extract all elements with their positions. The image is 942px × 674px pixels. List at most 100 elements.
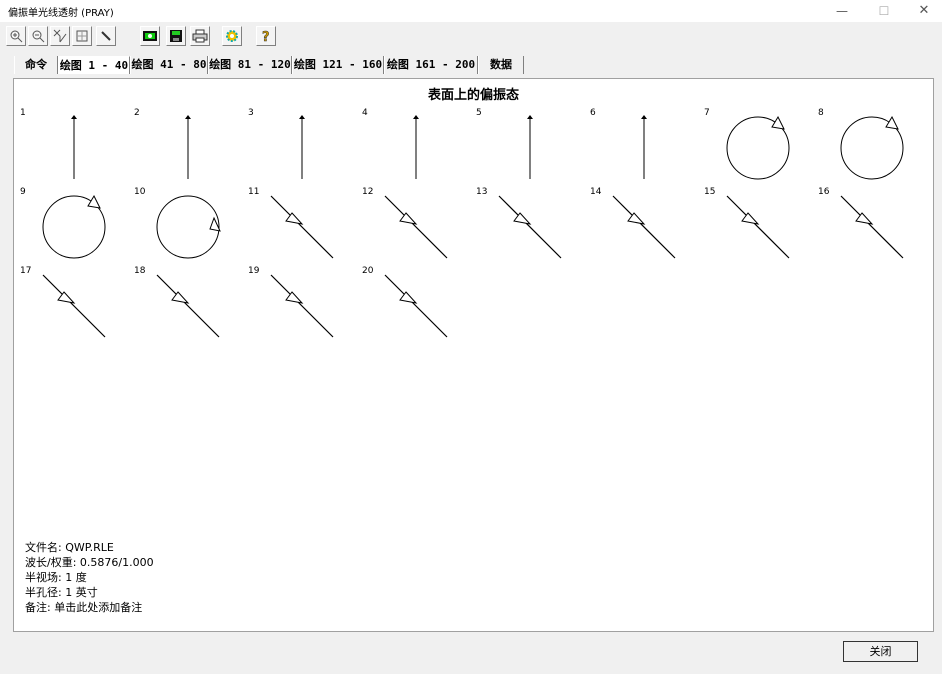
- polarization-cell: 19: [244, 264, 356, 342]
- print-icon: [192, 29, 208, 43]
- polarization-ellipse: [840, 195, 904, 259]
- fit-button[interactable]: [72, 26, 92, 46]
- info-filename: 文件名: QWP.RLE: [25, 541, 114, 554]
- polarization-ellipse: [71, 115, 77, 179]
- cell-number: 3: [248, 108, 254, 118]
- polarization-cell: 17: [16, 264, 128, 342]
- cell-number: 13: [476, 187, 488, 197]
- close-button[interactable]: 关闭: [843, 641, 918, 662]
- settings-button[interactable]: [222, 26, 242, 46]
- cell-number: 15: [704, 187, 716, 197]
- polarization-ellipse: [413, 115, 419, 179]
- svg-text:?: ?: [262, 30, 270, 44]
- polarization-ellipse: [42, 274, 106, 338]
- polarization-cell: 10: [130, 185, 242, 263]
- polarization-cell: 13: [472, 185, 584, 263]
- maximize-icon[interactable]: ☐: [878, 4, 890, 18]
- info-half-field: 半视场: 1 度: [25, 571, 87, 584]
- polarization-ellipse: [270, 274, 334, 338]
- polarization-cell: 7: [700, 106, 812, 184]
- cell-number: 20: [362, 266, 374, 276]
- close-icon[interactable]: ✕: [918, 3, 930, 18]
- polarization-ellipse: [641, 115, 647, 179]
- cell-number: 6: [590, 108, 596, 118]
- polarization-ellipse: [726, 115, 790, 180]
- polarization-ellipse: [185, 115, 191, 179]
- polarization-ellipse: [498, 195, 562, 259]
- cell-number: 12: [362, 187, 374, 197]
- polarization-cell: 9: [16, 185, 128, 263]
- cell-number: 4: [362, 108, 368, 118]
- polarization-ellipse: [527, 115, 533, 179]
- tab-plots-81-120[interactable]: 绘图 81 - 120: [208, 56, 292, 74]
- polarization-cell: 11: [244, 185, 356, 263]
- tab-command[interactable]: 命令: [14, 56, 58, 74]
- fit-icon: [76, 30, 88, 42]
- tab-plots-1-40[interactable]: 绘图 1 - 40: [58, 56, 130, 74]
- polarization-ellipse: [299, 115, 305, 179]
- save-icon: [170, 30, 182, 42]
- cell-number: 2: [134, 108, 140, 118]
- polarization-cell: 15: [700, 185, 812, 263]
- polarization-cell: 20: [358, 264, 470, 342]
- zoom-out-icon: [32, 30, 45, 43]
- zoom-in-button[interactable]: [6, 26, 26, 46]
- polarization-cell: 5: [472, 106, 584, 184]
- polarization-cell: 16: [814, 185, 926, 263]
- polarization-ellipse: [384, 274, 448, 338]
- info-note[interactable]: 备注: 单击此处添加备注: [25, 601, 143, 614]
- settings-icon: [226, 30, 238, 42]
- plot-title: 表面上的偏振态: [427, 88, 519, 103]
- polarization-cell: 14: [586, 185, 698, 263]
- cell-number: 16: [818, 187, 830, 197]
- save-button[interactable]: [166, 26, 186, 46]
- cell-number: 11: [248, 187, 260, 197]
- axes-icon: [53, 29, 67, 43]
- camera-button[interactable]: [140, 26, 160, 46]
- cell-number: 17: [20, 266, 32, 276]
- cell-number: 18: [134, 266, 146, 276]
- window-title: 偏振单光线透射 (PRAY): [8, 8, 114, 19]
- info-wavelength: 波长/权重: 0.5876/1.000: [25, 556, 154, 569]
- polarization-ellipse: [270, 195, 334, 259]
- polarization-ellipse: [156, 195, 221, 259]
- tab-data[interactable]: 数据: [478, 56, 524, 74]
- polarization-cell: 1: [16, 106, 128, 184]
- polarization-cell: 18: [130, 264, 242, 342]
- zoom-out-button[interactable]: [28, 26, 48, 46]
- polarization-ellipse: [384, 195, 448, 259]
- polarization-cell: 12: [358, 185, 470, 263]
- polarization-cell: 6: [586, 106, 698, 184]
- cell-number: 5: [476, 108, 482, 118]
- pen-button[interactable]: [96, 26, 116, 46]
- camera-icon: [143, 31, 157, 41]
- cell-number: 1: [20, 108, 26, 118]
- info-block: 文件名: QWP.RLE 波长/权重: 0.5876/1.000 半视场: 1 …: [25, 540, 154, 615]
- info-half-aperture: 半孔径: 1 英寸: [25, 586, 98, 599]
- polarization-ellipse: [156, 274, 220, 338]
- tab-plots-41-80[interactable]: 绘图 41 - 80: [130, 56, 208, 74]
- zoom-in-icon: [10, 30, 23, 43]
- polarization-cell: 8: [814, 106, 926, 184]
- pen-icon: [101, 31, 111, 41]
- tab-plots-161-200[interactable]: 绘图 161 - 200: [384, 56, 478, 74]
- polarization-cell: 3: [244, 106, 356, 184]
- tab-plots-121-160[interactable]: 绘图 121 - 160: [292, 56, 384, 74]
- help-button[interactable]: ?: [256, 26, 276, 46]
- minimize-icon[interactable]: —: [836, 4, 848, 18]
- title-bar: 偏振单光线透射 (PRAY) — ☐ ✕: [0, 0, 942, 22]
- print-button[interactable]: [190, 26, 210, 46]
- polarization-cell: 2: [130, 106, 242, 184]
- cell-number: 14: [590, 187, 602, 197]
- polarization-ellipse: [42, 194, 106, 259]
- cell-number: 8: [818, 108, 824, 118]
- polarization-ellipse: [612, 195, 676, 259]
- polarization-cell: 4: [358, 106, 470, 184]
- help-icon: ?: [262, 30, 270, 44]
- polarization-ellipse: [726, 195, 790, 259]
- polarization-ellipse: [840, 115, 904, 180]
- axes-button[interactable]: [50, 26, 70, 46]
- cell-number: 10: [134, 187, 146, 197]
- cell-number: 9: [20, 187, 26, 197]
